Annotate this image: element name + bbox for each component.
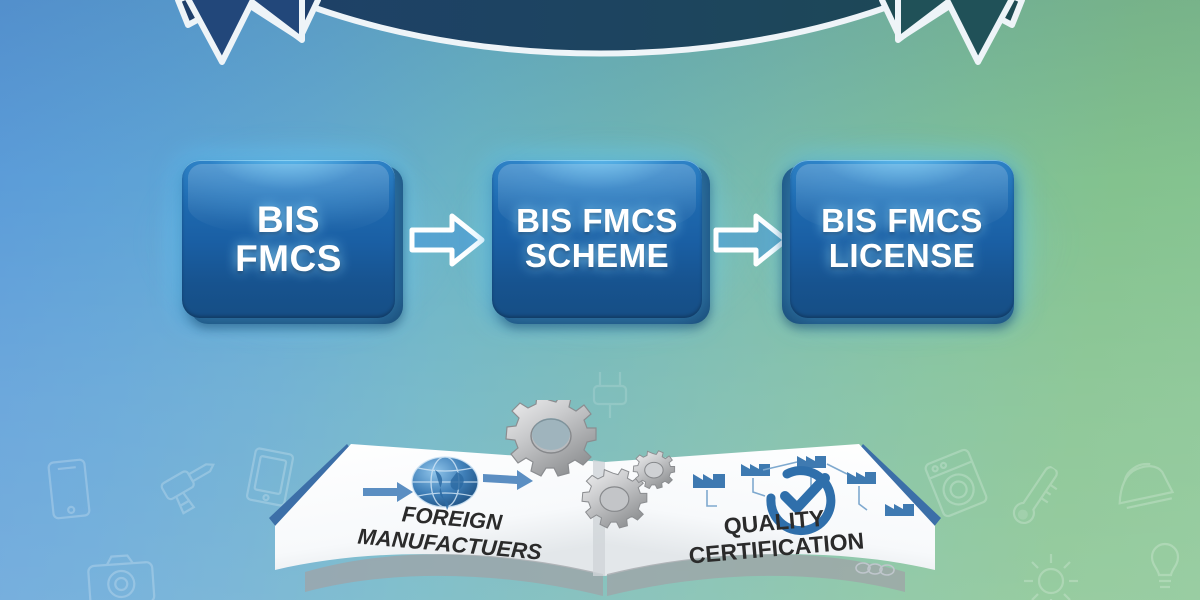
gear-small [632, 450, 676, 490]
book-page-shadow-left [305, 554, 603, 596]
step-1-line-1: BIS [256, 198, 321, 240]
iron-icon [1107, 452, 1178, 514]
right-arrow-1 [408, 212, 486, 273]
factory-icon-4 [847, 472, 876, 484]
factory-diagram [693, 456, 914, 516]
step-2-line-1: BIS FMCS [516, 202, 678, 240]
step-3-line-1: BIS FMCS [821, 202, 983, 240]
globe-continent-1 [435, 470, 449, 510]
step-3-line-2: LICENSE [828, 237, 976, 274]
decorative-ribbon-banner [0, 0, 1200, 130]
right-arrow-2 [712, 212, 790, 273]
tablet-icon [243, 444, 297, 509]
ribbon-tail-left-upper [185, 0, 305, 65]
thermometer-icon [996, 456, 1073, 540]
arrow-in-icon [363, 482, 413, 502]
arrow-out-icon [483, 470, 533, 490]
page-corner-marks [855, 562, 895, 576]
step-1-line-2: FMCS [235, 238, 342, 279]
step-2-line-2: SCHEME [524, 237, 670, 274]
ribbon-body [285, 0, 915, 57]
ribbon-tail-right-upper [895, 0, 1015, 65]
factory-icon-2 [741, 464, 770, 476]
drill-icon [150, 443, 234, 525]
globe-continent-2 [450, 472, 464, 491]
factory-diagram-connectors [706, 461, 868, 511]
checkmark-icon [780, 473, 830, 513]
washing-machine-icon [920, 445, 991, 522]
globe-grid [411, 456, 479, 508]
smartphone-icon [45, 456, 93, 522]
book-page-shadow-right [607, 554, 905, 596]
sun-icon [1022, 552, 1080, 600]
camera-icon [84, 550, 158, 600]
plug-icon [588, 368, 638, 422]
gear-large [505, 393, 597, 477]
open-book-illustration: FOREIGN MANUFACTUERS [255, 393, 955, 600]
factory-icon-3 [797, 456, 826, 468]
factory-icon-5 [885, 504, 914, 516]
checkmark-circle-icon [766, 466, 836, 536]
factory-icon-1 [693, 474, 725, 488]
lamp-icon [1142, 538, 1188, 598]
gear-medium [581, 468, 648, 529]
